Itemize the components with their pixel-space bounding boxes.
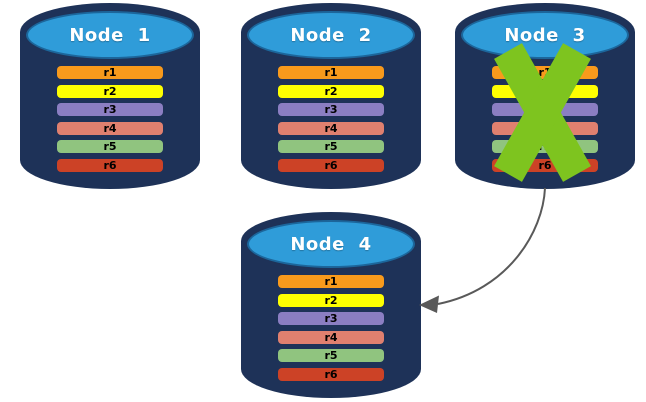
node-4-record-list: r1 r2 r3 r4 r5 r6 [278,275,384,381]
node-2-cylinder-top: Node 2 [247,11,415,59]
failover-arrow-line [437,187,546,305]
node-3-title: Node 3 [504,24,586,46]
record-bar: r3 [278,103,384,116]
node-3-cylinder-top: Node 3 [461,11,629,59]
record-bar: r4 [278,121,384,135]
record-bar: r6 [57,158,163,172]
record-bar: r5 [278,140,384,153]
record-bar: r6 [278,367,384,381]
node-4-cylinder-top: Node 4 [247,220,415,268]
node-1-record-list: r1 r2 r3 r4 r5 r6 [57,66,163,172]
record-bar: r1 [278,275,384,288]
record-bar: r1 [278,66,384,79]
record-bar: r5 [57,140,163,153]
node-2-record-list: r1 r2 r3 r4 r5 r6 [278,66,384,172]
record-bar: r2 [278,84,384,98]
node-3: Node 3 r1 r2 r3 r4 r5 r6 [455,3,635,189]
record-bar: r2 [278,293,384,307]
record-bar: r4 [278,330,384,344]
node-1-cylinder-top: Node 1 [26,11,194,59]
node-4-title: Node 4 [290,233,372,255]
record-bar: r2 [57,84,163,98]
record-bar: r3 [278,312,384,325]
node-2-title: Node 2 [290,24,372,46]
record-bar: r6 [278,158,384,172]
node-4: Node 4 r1 r2 r3 r4 r5 r6 [241,212,421,398]
node-1-title: Node 1 [69,24,151,46]
failure-x-icon [494,43,591,182]
failover-arrowhead-icon [419,295,439,313]
record-bar: r3 [57,103,163,116]
record-bar: r4 [57,121,163,135]
node-2: Node 2 r1 r2 r3 r4 r5 r6 [241,3,421,189]
node-1: Node 1 r1 r2 r3 r4 r5 r6 [20,3,200,189]
failover-arrow [419,187,546,313]
failure-x-stroke [494,43,591,182]
record-bar: r1 [57,66,163,79]
record-bar: r5 [278,349,384,362]
